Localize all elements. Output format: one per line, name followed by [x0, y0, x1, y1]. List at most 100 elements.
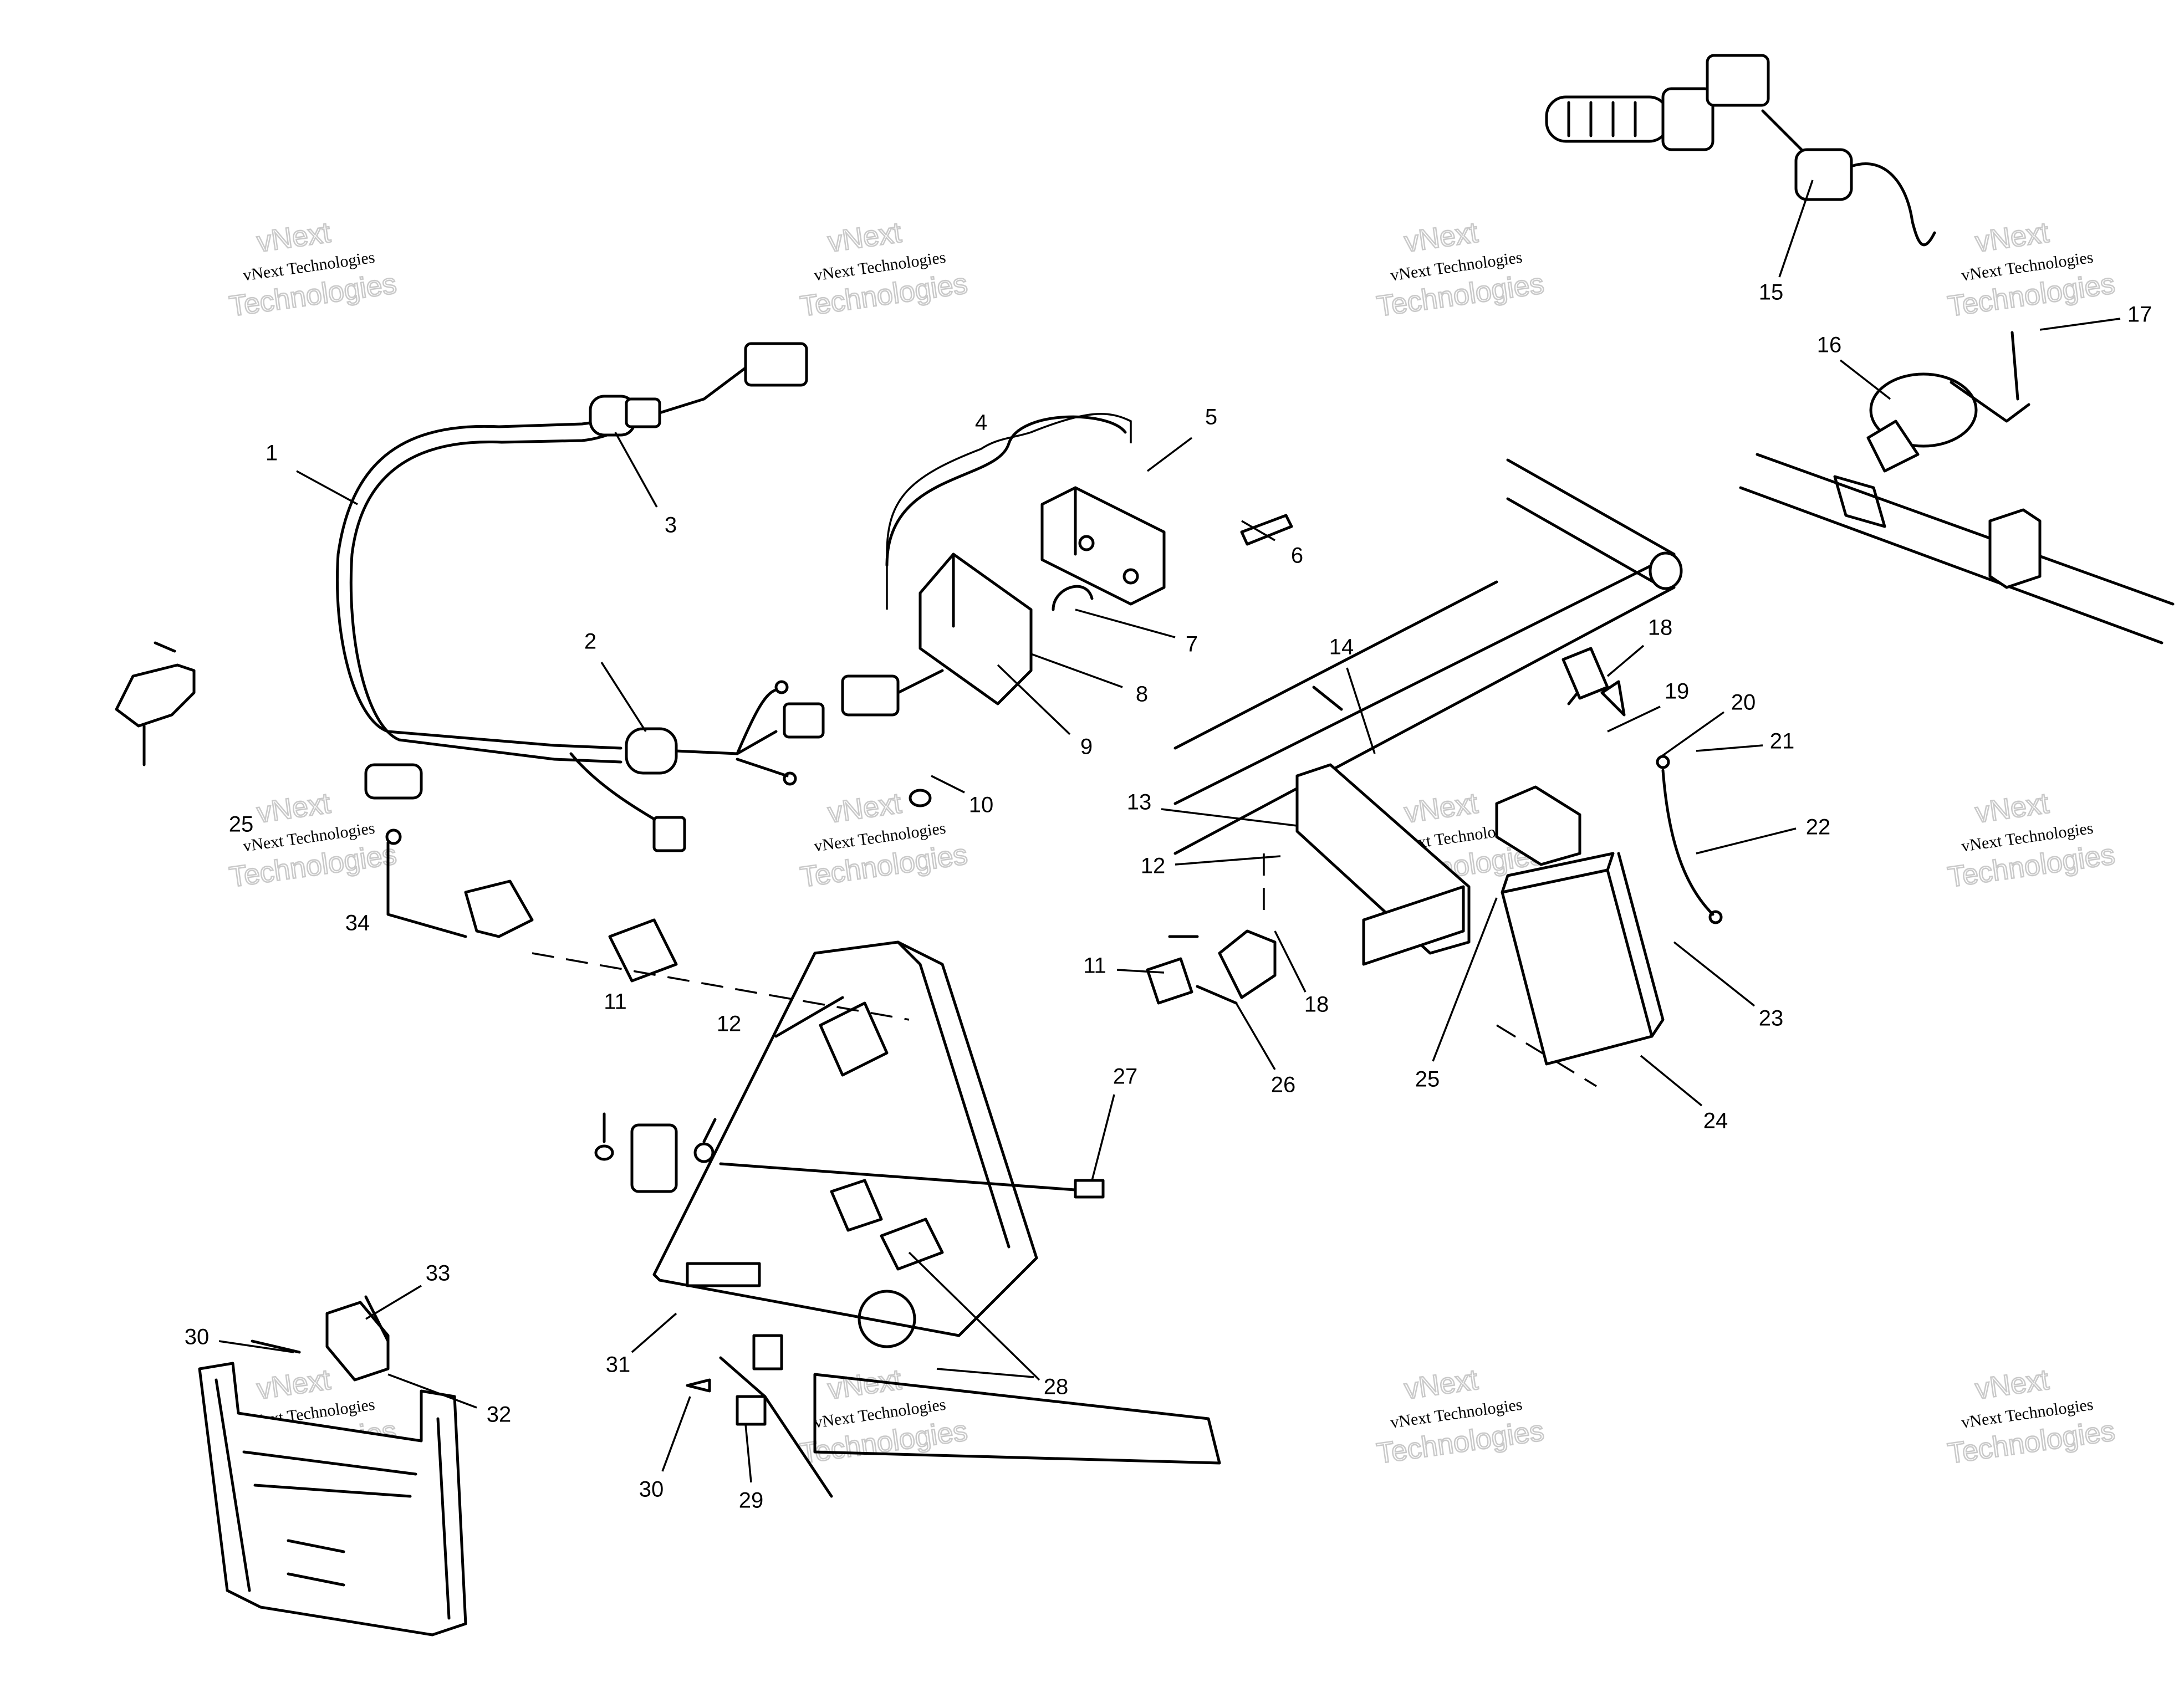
callout-34: 34 [345, 911, 370, 935]
leader-line [908, 1251, 1040, 1381]
callout-number: 6 [1291, 544, 1303, 568]
watermark-text: vNext [255, 1363, 333, 1405]
leader-line [936, 1368, 1034, 1378]
watermark-text: vNext [826, 216, 904, 258]
callout-number: 11 [1083, 954, 1106, 978]
leader-line [1640, 1055, 1703, 1107]
callout-11: 11 [1083, 954, 1165, 978]
callout-12: 12 [717, 1012, 742, 1036]
callout-number: 5 [1205, 405, 1217, 429]
callout-number: 24 [1703, 1109, 1728, 1133]
callout-number: 3 [665, 513, 677, 538]
callout-3: 3 [614, 432, 677, 538]
leader-line [1346, 667, 1376, 754]
leader-line [365, 1285, 422, 1320]
callout-22: 22 [1696, 815, 1831, 855]
callout-number: 9 [1080, 735, 1093, 759]
leader-line [1161, 808, 1298, 827]
callout-number: 15 [1759, 280, 1784, 305]
callout-number: 4 [975, 411, 987, 435]
callout-11: 11 [604, 990, 627, 1014]
callout-number: 30 [185, 1325, 210, 1349]
callout-23: 23 [1673, 941, 1784, 1031]
callout-number: 19 [1665, 679, 1690, 704]
license-plate-bracket [532, 918, 1221, 1498]
leader-line [218, 1340, 294, 1353]
leader-line [1175, 855, 1281, 866]
mud-flap [198, 1295, 467, 1636]
callout-number: 18 [1648, 616, 1673, 640]
leader-line [1146, 437, 1193, 472]
watermark-text: vNext [1973, 1363, 2051, 1405]
watermark-text: vNext [1402, 1363, 1480, 1405]
leader-line [614, 432, 658, 508]
callout-number: 22 [1806, 815, 1831, 840]
leader-line [1241, 520, 1275, 541]
callout-15: 15 [1759, 180, 1814, 305]
callout-25: 25 [1415, 897, 1498, 1092]
horn [1739, 331, 2175, 645]
callout-number: 12 [717, 1012, 742, 1036]
handlebar-switch [1545, 54, 1936, 247]
callout-number: 1 [266, 441, 278, 466]
leader-line [744, 1424, 752, 1483]
leader-line [661, 1396, 691, 1472]
wiring-harness [335, 342, 825, 852]
callout-25: 25 [229, 812, 254, 837]
callout-24: 24 [1640, 1055, 1728, 1133]
callout-number: 10 [969, 793, 994, 817]
callout-number: 26 [1271, 1073, 1296, 1097]
callout-number: 11 [604, 990, 627, 1014]
callout-number: 32 [487, 1403, 512, 1427]
callout-1: 1 [266, 441, 358, 505]
leader-line [1030, 653, 1123, 688]
watermark-text: vNext [255, 216, 333, 258]
watermark-text: vNext [1402, 216, 1480, 258]
callout-number: 34 [345, 911, 370, 935]
leader-line [1696, 744, 1763, 752]
callout-26: 26 [1235, 1003, 1296, 1097]
callout-number: 31 [606, 1353, 631, 1377]
callout-2: 2 [584, 630, 647, 732]
callout-30: 30 [185, 1325, 294, 1353]
callout-number: 14 [1329, 635, 1354, 659]
callout-number: 29 [739, 1489, 764, 1513]
watermark-text: vNext [1973, 787, 2051, 829]
callout-number: 33 [426, 1261, 451, 1286]
callout-14: 14 [1329, 635, 1376, 754]
callout-29: 29 [739, 1424, 764, 1513]
watermark-text: vNext [1973, 216, 2051, 258]
leader-line [1673, 941, 1756, 1007]
leader-line [1839, 359, 1891, 400]
callout-13: 13 [1127, 790, 1298, 827]
bracket-line [886, 413, 1132, 610]
callout-18: 18 [1274, 930, 1329, 1017]
tail-light-assembly [841, 415, 1293, 807]
callout-number: 20 [1731, 691, 1756, 715]
leader-line [1778, 180, 1814, 278]
leader-line [1607, 705, 1661, 733]
leader-line [1274, 930, 1307, 993]
leader-line [997, 664, 1071, 735]
leader-line [296, 470, 358, 505]
watermark-text: vNext [826, 787, 904, 829]
callout-33: 33 [365, 1261, 451, 1320]
callout-number: 30 [639, 1477, 664, 1502]
callout-32: 32 [387, 1373, 512, 1427]
leader-line [1075, 608, 1176, 638]
callout-number: 23 [1759, 1006, 1784, 1031]
leader-line [600, 662, 647, 732]
callout-8: 8 [1030, 653, 1148, 707]
callout-7: 7 [1075, 608, 1198, 657]
callout-number: 8 [1136, 682, 1148, 707]
callout-number: 27 [1113, 1065, 1138, 1089]
callout-number: 25 [1415, 1067, 1440, 1092]
callout-17: 17 [2039, 303, 2152, 331]
callout-27: 27 [1091, 1065, 1138, 1181]
